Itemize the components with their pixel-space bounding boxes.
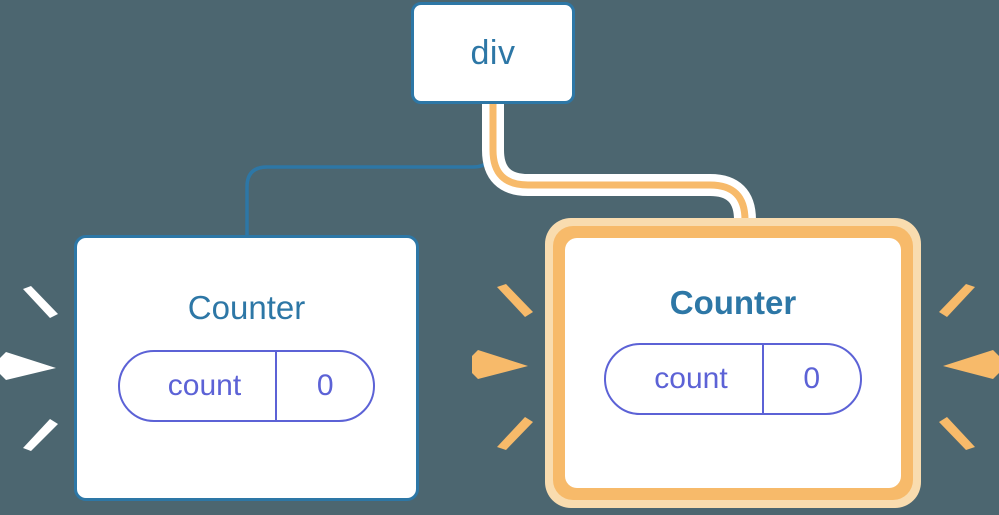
burst-ray-icon (472, 350, 528, 379)
burst-ray-icon (23, 419, 58, 451)
node-div[interactable]: div (411, 2, 575, 104)
node-counter-right-highlight-inner: Counter count 0 (553, 226, 913, 500)
edge-div-to-counter-right (489, 104, 749, 240)
node-div-label: div (470, 34, 516, 72)
burst-ray-icon (497, 417, 533, 450)
burst-ray-icon (943, 350, 999, 379)
burst-ray-icon (939, 284, 975, 317)
state-key: count (654, 362, 728, 395)
state-key: count (167, 369, 242, 402)
node-counter-right[interactable]: Counter count 0 (565, 238, 901, 488)
burst-ray-icon (0, 352, 56, 380)
state-pill-right: count 0 (604, 343, 862, 415)
burst-left-counter (0, 286, 58, 451)
state-value: 0 (275, 352, 373, 420)
node-counter-right-highlight-outer: Counter count 0 (545, 218, 921, 508)
node-counter-left-label: Counter (187, 289, 306, 326)
burst-ray-icon (497, 284, 533, 317)
state-pill-left: count 0 (117, 350, 376, 422)
node-counter-left[interactable]: Counter count 0 (74, 235, 419, 501)
node-counter-right-label: Counter (669, 284, 797, 321)
burst-ray-icon (23, 286, 58, 318)
burst-ray-icon (939, 417, 975, 450)
burst-right-counter-left (472, 284, 533, 450)
burst-right-counter-right (939, 284, 999, 450)
state-value: 0 (761, 345, 860, 413)
